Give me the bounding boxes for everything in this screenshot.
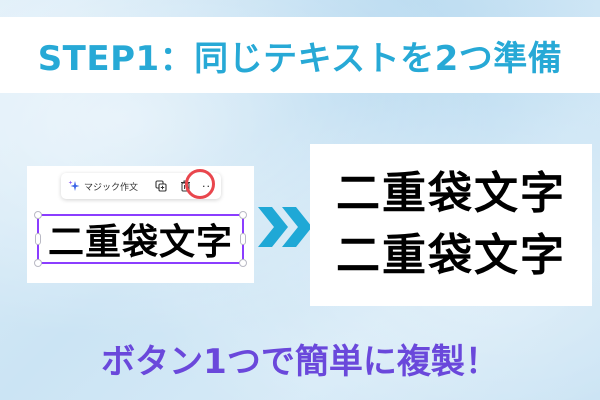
sparkle-icon [68,180,80,191]
resize-handle-top-right[interactable] [239,211,247,219]
duplicated-text-1: 二重袋文字 [336,168,566,219]
double-chevron-right-icon [258,207,312,247]
selected-text-box[interactable]: 二重袋文字 [34,211,247,267]
selected-text[interactable]: 二重袋文字 [47,222,233,263]
magic-write-button[interactable]: マジック作文 [84,182,139,193]
highlight-ring [185,169,215,199]
footer-caption: ボタン1つで簡単に複製！ [101,342,499,382]
editor-preview-panel: マジック作文 ··· 二重袋文字 [27,166,254,283]
resize-handle-bottom-left[interactable] [34,259,42,267]
resize-handle-right[interactable] [240,233,246,245]
duplicate-button[interactable] [152,177,170,195]
page-title: STEP1：同じテキストを2つ準備 [37,38,563,79]
resize-handle-top-left[interactable] [34,211,42,219]
floating-toolbar: マジック作文 ··· [61,169,221,199]
duplicated-text-2: 二重袋文字 [336,230,566,281]
duplicate-icon [155,180,167,192]
header-band: STEP1：同じテキストを2つ準備 [0,17,600,93]
result-preview-panel: 二重袋文字 二重袋文字 [310,144,592,306]
resize-handle-left[interactable] [35,233,41,245]
resize-handle-bottom-right[interactable] [239,259,247,267]
